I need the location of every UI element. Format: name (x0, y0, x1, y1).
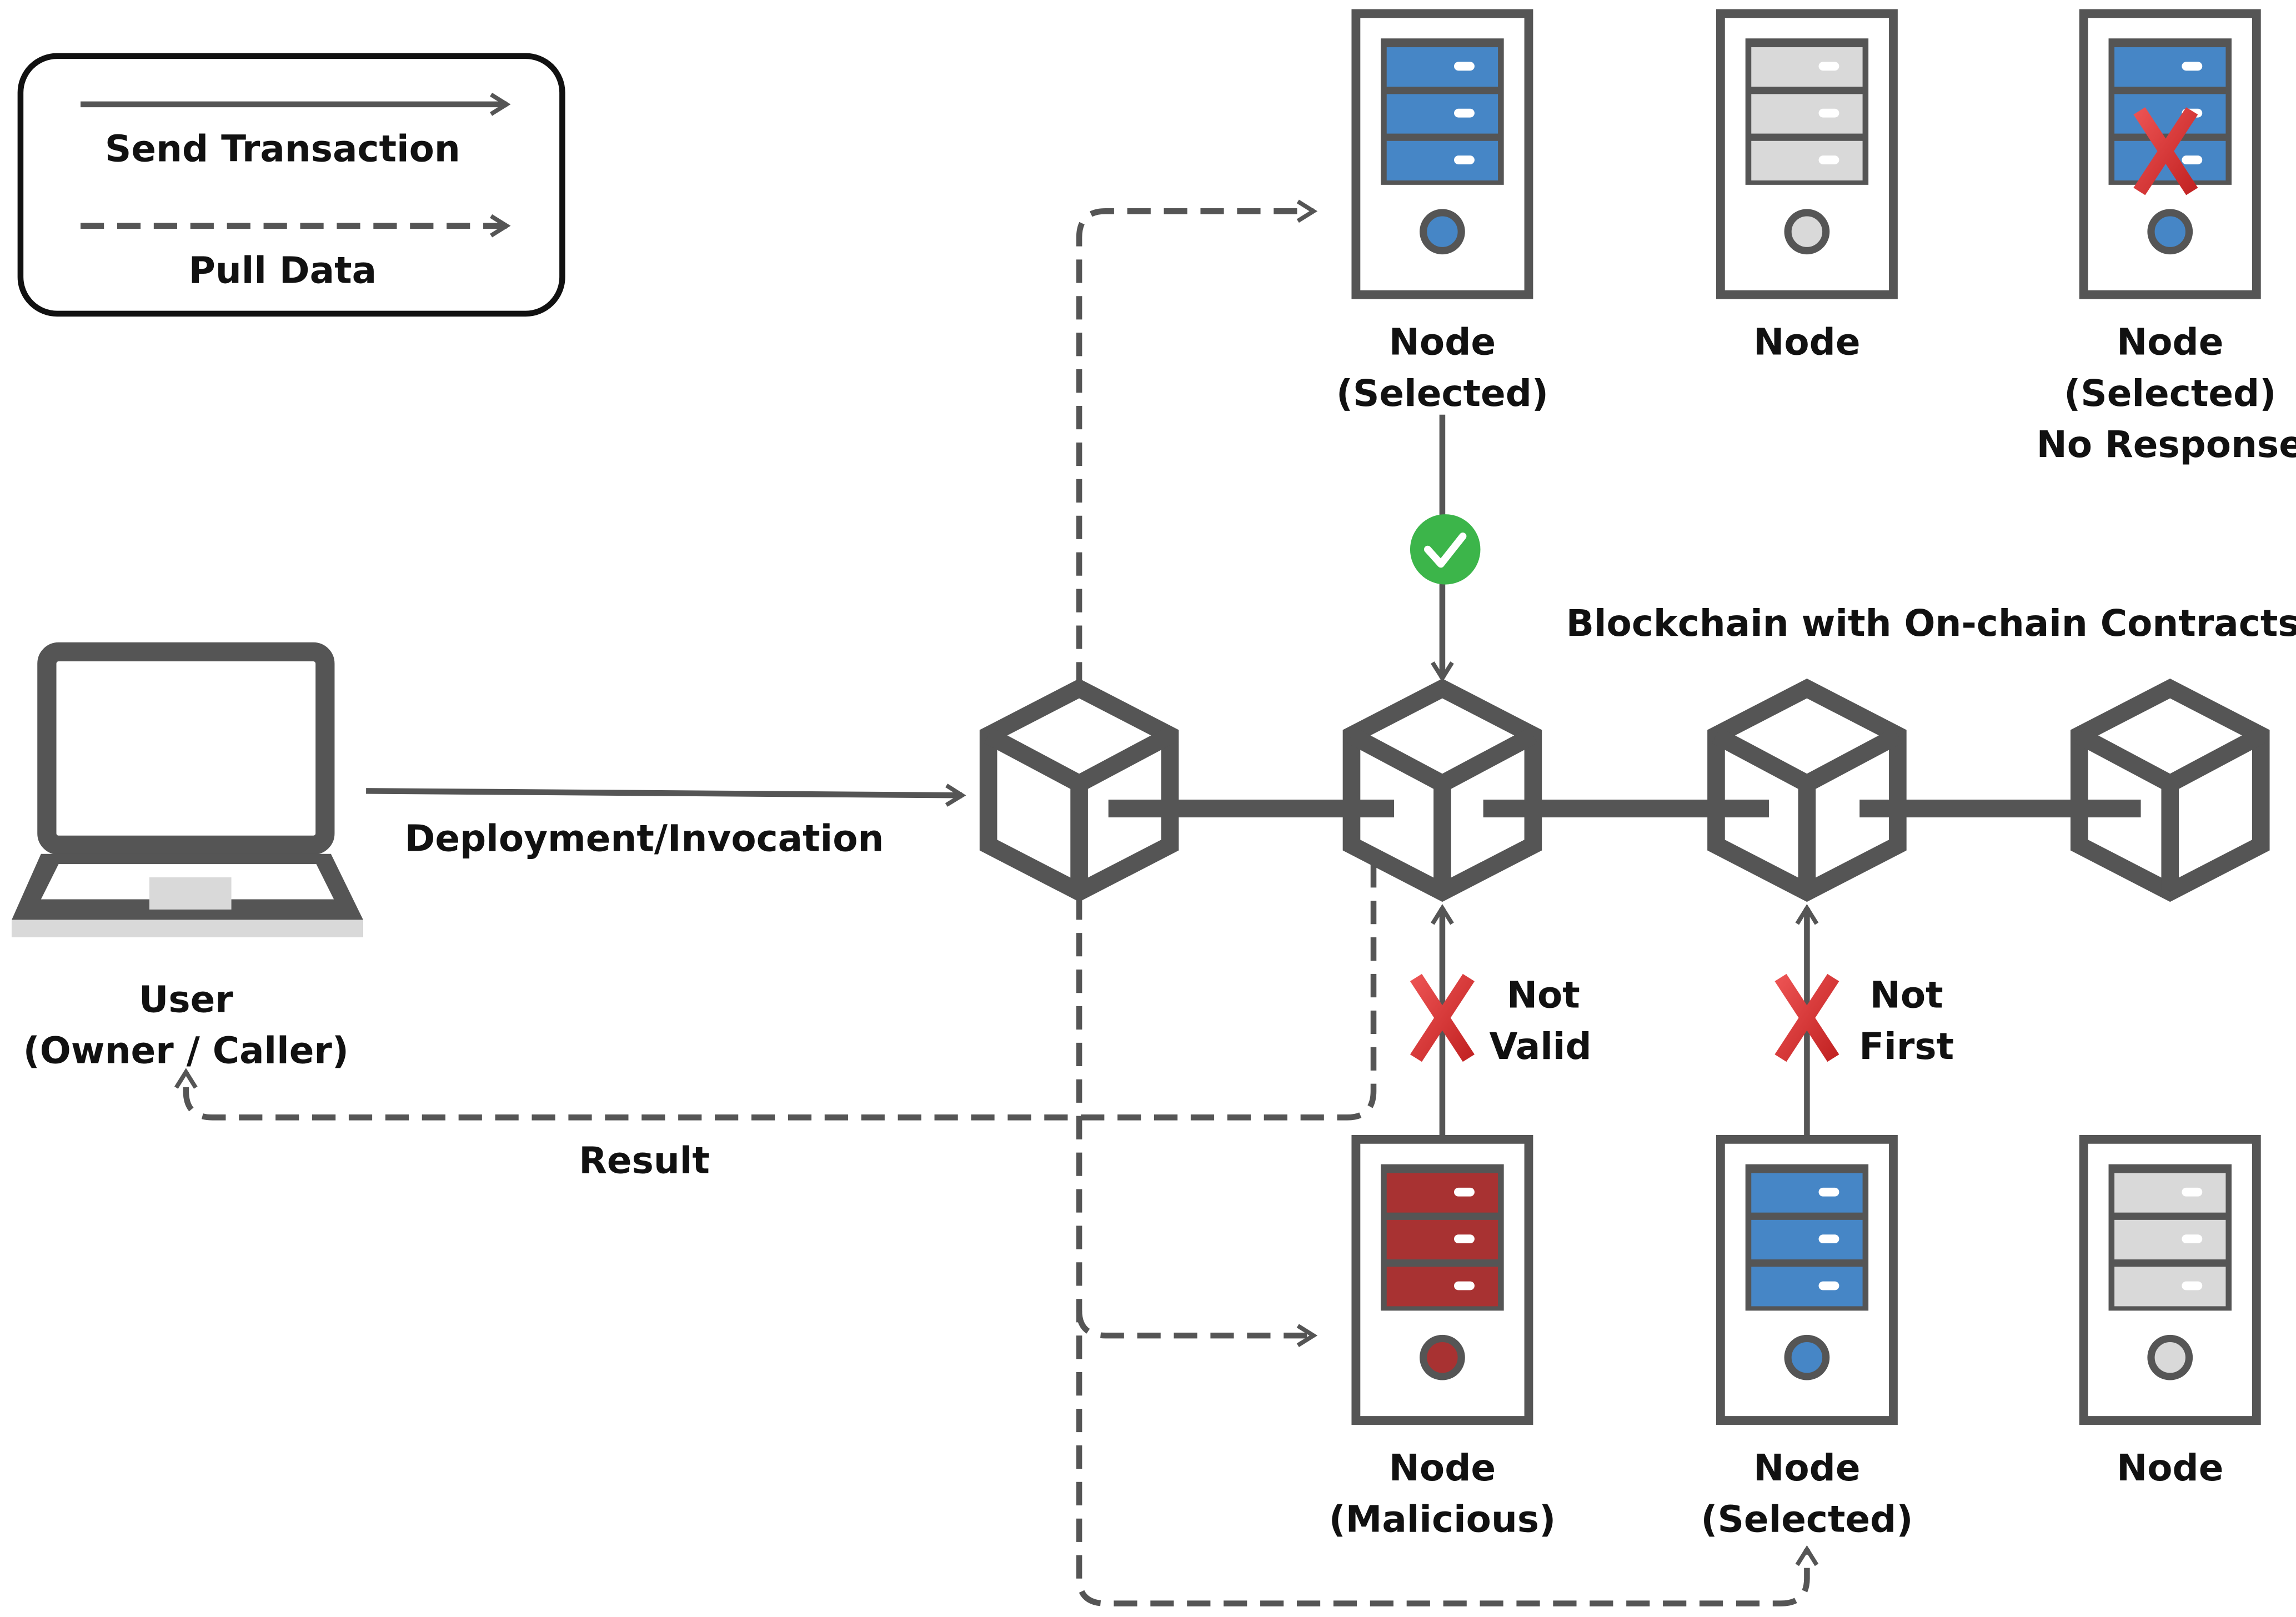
server-node-selected: Node (Selected) (1701, 1134, 1913, 1540)
server-icon (1351, 1134, 1533, 1425)
deployment-arrow (366, 784, 966, 807)
server-node-malicious: Node (Malicious) (1329, 1134, 1556, 1540)
node-label: No Response (2037, 423, 2296, 466)
user-role-label: (Owner / Caller) (23, 1030, 349, 1072)
check-icon (1410, 514, 1481, 585)
node-label: (Malicious) (1329, 1498, 1556, 1540)
result-arrow (174, 864, 1377, 1121)
block-cube-icon (2070, 679, 2270, 902)
pull-data-arrow-malicious (1076, 1310, 1318, 1347)
block-cube-icon (1707, 679, 1907, 902)
node-label: Node (1753, 1447, 1860, 1489)
node-label: (Selected) (1336, 372, 1548, 415)
node-label: (Selected) (1701, 1498, 1913, 1540)
pull-data-arrow-bottom-selected (1076, 896, 1819, 1606)
block-cube-icon (979, 679, 1179, 902)
server-icon (1351, 9, 1533, 299)
server-node-selected: Node (Selected) (1336, 9, 1548, 415)
node-label: Node (1753, 321, 1860, 364)
x-mark-icon (2133, 107, 2198, 195)
legend: Send Transaction Pull Data (17, 53, 565, 317)
block-cube-icon (1342, 679, 1542, 902)
not-valid-label-2: Valid (1489, 1025, 1591, 1068)
node-label: Node (1389, 1447, 1496, 1489)
not-valid-label: Not (1507, 974, 1580, 1017)
blockchain-label: Blockchain with On-chain Contracts (1566, 602, 2296, 645)
laptop-icon (12, 642, 363, 938)
node-label: Node (1389, 321, 1496, 364)
server-node-selected: Node (Selected) No Response (2037, 9, 2296, 466)
legend-pull-data: Pull Data (189, 249, 377, 292)
deployment-label: Deployment/Invocation (405, 817, 884, 860)
node-label: Node (2117, 1447, 2223, 1489)
node-label: (Selected) (2064, 372, 2276, 415)
server-icon (2079, 1134, 2261, 1425)
x-mark-icon (1410, 973, 1475, 1062)
server-icon (1716, 9, 1898, 299)
server-node-idle: Node (1716, 9, 1898, 364)
server-icon (1716, 1134, 1898, 1425)
node-label: Node (2117, 321, 2223, 364)
legend-send-transaction: Send Transaction (105, 128, 460, 170)
not-first-label: Not (1870, 974, 1943, 1017)
result-label: Result (579, 1139, 710, 1182)
pull-data-arrow-top (1076, 199, 1318, 686)
x-mark-icon (1774, 973, 1839, 1062)
legend-box (17, 53, 565, 317)
server-node-idle: Node (2079, 1134, 2261, 1489)
user-label: User (139, 978, 233, 1021)
not-first-label-2: First (1859, 1025, 1954, 1068)
